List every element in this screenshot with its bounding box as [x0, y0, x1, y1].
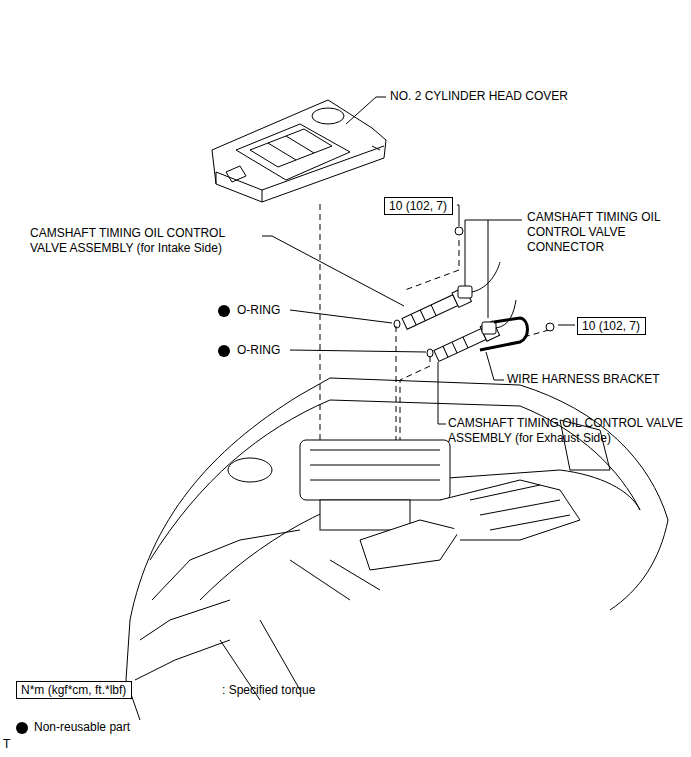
- box-text: 10 (102, 7): [389, 199, 452, 213]
- part-name: O-RING: [237, 343, 280, 358]
- part-name: CAMSHAFT TIMING OIL CONTROL VALVE ASSEMB…: [30, 226, 260, 256]
- legend-text: : Specified torque: [222, 683, 315, 698]
- torque-box: 10 (102, 7): [384, 197, 453, 215]
- legend-text: Non-reusable part: [34, 720, 130, 735]
- legend-torque-box: N*m (kgf*cm, ft.*lbf): [16, 681, 132, 699]
- part-name: NO. 2 CYLINDER HEAD COVER: [390, 89, 568, 104]
- part-name: O-RING: [237, 303, 280, 318]
- part-name: CAMSHAFT TIMING OIL CONTROL VALVE CONNEC…: [527, 210, 682, 255]
- part-name: CAMSHAFT TIMING OIL CONTROL VALVE ASSEMB…: [448, 416, 686, 446]
- box-text: 10 (102, 7): [582, 319, 645, 333]
- box-text: N*m (kgf*cm, ft.*lbf): [21, 683, 131, 697]
- figure-code: T: [3, 737, 10, 752]
- non-reusable-bullets: [16, 305, 230, 734]
- torque-box: 10 (102, 7): [577, 317, 646, 335]
- part-name: WIRE HARNESS BRACKET: [507, 372, 660, 387]
- head-cover-drawing: [212, 100, 386, 202]
